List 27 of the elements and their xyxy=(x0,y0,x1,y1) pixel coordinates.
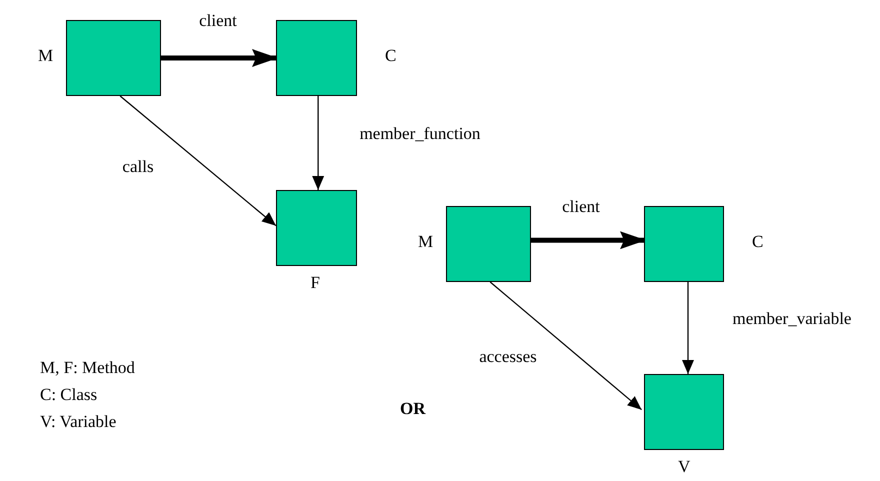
legend-note: C: Class xyxy=(40,386,98,403)
node-letter: F xyxy=(310,274,320,291)
node-letter: C xyxy=(385,47,396,64)
legend-note: V: Variable xyxy=(40,413,116,430)
square-node xyxy=(446,206,531,282)
square-node xyxy=(66,20,161,96)
arrow xyxy=(490,282,642,410)
edge-label: client xyxy=(198,12,238,29)
square-node xyxy=(276,20,357,96)
node-letter: M xyxy=(418,233,434,250)
legend-note: M, F: Method xyxy=(40,359,135,376)
edge-label: member_function xyxy=(358,125,482,142)
edge-label: client xyxy=(561,198,601,215)
arrow xyxy=(120,96,276,226)
arrow xyxy=(161,49,278,67)
square-node xyxy=(644,206,724,282)
node-letter: M xyxy=(38,47,54,64)
or-label: OR xyxy=(400,400,426,417)
arrow xyxy=(312,96,324,190)
arrow xyxy=(531,231,646,250)
edge-label: calls xyxy=(121,158,155,175)
square-node xyxy=(644,374,724,450)
edge-label: member_variable xyxy=(732,310,852,327)
square-node xyxy=(276,190,357,266)
arrow xyxy=(682,282,694,374)
node-letter: V xyxy=(678,458,690,475)
node-letter: C xyxy=(752,233,764,250)
